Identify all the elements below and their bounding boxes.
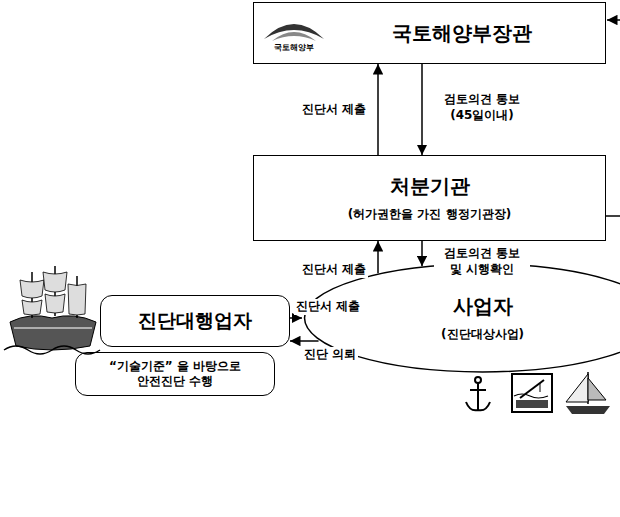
logo-block: 국토해양부 <box>262 13 326 53</box>
flow-arrow <box>421 64 423 155</box>
flow-arrow <box>290 317 302 319</box>
edge-label: 진단 의뢰 <box>302 347 358 363</box>
flow-arrow <box>377 64 379 155</box>
node-text: “기술기준” 을 바탕으로 안전진단 수행 <box>100 359 250 389</box>
node-text: 국토해양부 <box>274 43 314 53</box>
ministry-box: 국토해양부 국토해양부장관 <box>253 2 606 64</box>
edge-label: 검토의견 통보 (45일이내) <box>434 92 530 123</box>
side-wire <box>606 215 620 217</box>
flow-arrow <box>377 241 379 273</box>
authority-box: 처분기관 (허가권한을 가진 행정기관장) <box>253 155 606 241</box>
edge-label: 진단서 제출 <box>300 102 368 118</box>
port-icon <box>512 374 552 412</box>
boat-icon <box>566 372 610 414</box>
node-text: (진단대상사업) <box>441 327 524 342</box>
node-text: (허가권한을 가진 행정기관장) <box>348 207 511 222</box>
flow-arrow <box>421 241 423 266</box>
flow-arrow <box>290 340 319 342</box>
agent-box: 진단대행업자 <box>100 295 290 347</box>
node-text: 국토해양부장관 <box>326 21 597 46</box>
side-wire <box>607 19 620 21</box>
edge-label: 진단서 제출 <box>294 299 362 315</box>
anchor-icon <box>466 377 490 410</box>
edge-label: 검토의견 통보 및 시행확인 <box>434 246 530 277</box>
node-text: 처분기관 <box>390 174 470 199</box>
node-text: 진단대행업자 <box>138 309 252 333</box>
ship-illustration <box>4 266 100 354</box>
ministry-logo <box>262 13 326 43</box>
edge-label: 진단서 제출 <box>300 262 368 278</box>
node-text: 사업자 <box>453 294 513 319</box>
note-box: “기술기준” 을 바탕으로 안전진단 수행 <box>75 352 275 396</box>
